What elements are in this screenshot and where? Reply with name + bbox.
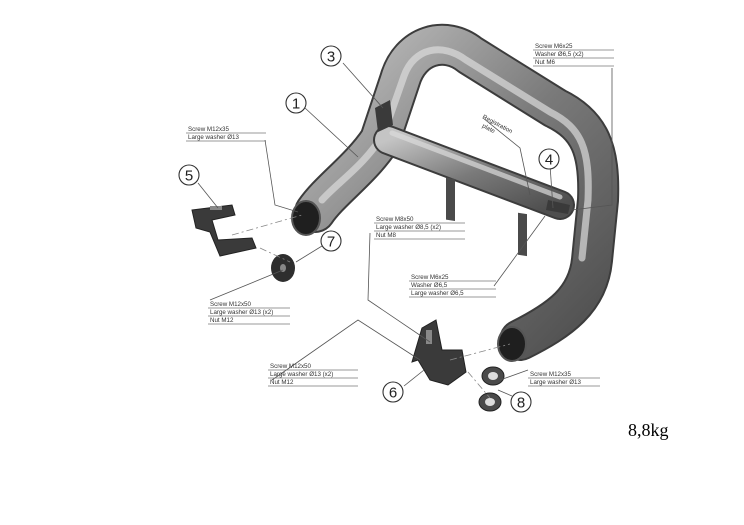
note-bottom-right: Screw M12x35 Large washer Ø13: [530, 371, 581, 386]
note-left-upper: Screw M12x35 Large washer Ø13: [188, 126, 239, 141]
note-left-lower: Screw M12x50 Large washer Ø13 (x2) Nut M…: [210, 301, 273, 324]
note-mid-right: Screw M6x25 Washer Ø6,5 Large washer Ø6,…: [411, 274, 464, 297]
note-line: Nut M12: [270, 379, 294, 386]
assembly-axis: [449, 343, 511, 361]
bracket-part-5: [191, 204, 257, 257]
note-line: Nut M12: [210, 317, 234, 324]
note-line: Screw M12x35: [530, 371, 571, 378]
bull-bar-tube: [291, 23, 620, 362]
leader-lines: [197, 62, 613, 397]
note-line: Screw M12x50: [210, 301, 251, 308]
part-number-8: 8: [517, 395, 525, 412]
note-line: Screw M6x25: [411, 274, 449, 281]
part-number-4: 4: [545, 152, 553, 169]
note-line: Large washer Ø13 (x2): [210, 309, 273, 316]
note-center: Screw M8x50 Large washer Ø8,5 (x2) Nut M…: [376, 216, 441, 239]
washer-part-7: [271, 254, 295, 282]
note-line: Screw M12x35: [188, 126, 229, 133]
weight-label: 8,8kg: [628, 420, 669, 440]
part-number-5: 5: [185, 168, 193, 185]
part-number-7: 7: [327, 234, 335, 251]
note-line: Screw M8x50: [376, 216, 414, 223]
assembly-axis: [467, 371, 491, 399]
assembly-axis: [259, 247, 291, 263]
note-line: Screw M6x25: [535, 43, 573, 50]
note-bottom-left: Screw M12x50 Large washer Ø13 (x2) Nut M…: [270, 363, 333, 386]
assembly-axis: [231, 214, 303, 236]
note-line: Large washer Ø8,5 (x2): [376, 224, 441, 231]
note-line: Large washer Ø13: [530, 379, 581, 386]
part-number-3: 3: [327, 49, 335, 66]
part-number-6: 6: [389, 385, 397, 402]
spacers-part-8: [478, 366, 505, 412]
note-line: Washer Ø6,5 (x2): [535, 51, 584, 58]
note-underlines: [186, 49, 614, 387]
note-line: Large washer Ø13 (x2): [270, 371, 333, 378]
note-line: Large washer Ø6,5: [411, 290, 464, 297]
note-top-right: Screw M6x25 Washer Ø6,5 (x2) Nut M6: [535, 43, 584, 66]
note-line: Screw M12x50: [270, 363, 311, 370]
bracket-part-6: [411, 319, 467, 386]
note-line: Nut M6: [535, 59, 556, 66]
note-line: Nut M8: [376, 232, 397, 239]
part-number-1: 1: [292, 96, 300, 113]
note-line: Large washer Ø13: [188, 134, 239, 141]
note-line: Washer Ø6,5: [411, 282, 448, 289]
part-number-callouts: 3 1 4 5 7 6 8: [178, 45, 560, 413]
